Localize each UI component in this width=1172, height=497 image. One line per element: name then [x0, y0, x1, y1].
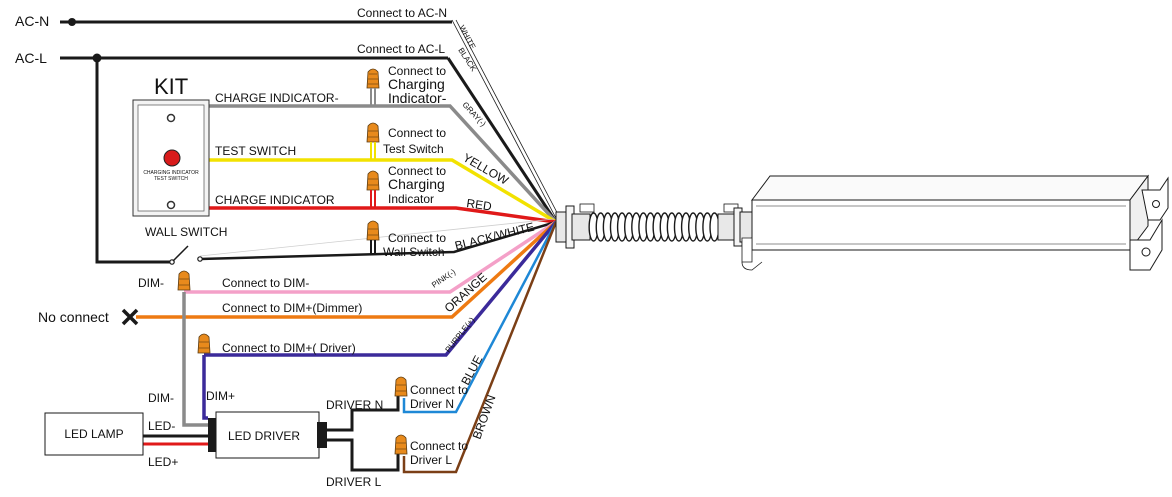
wire-orange	[136, 220, 558, 319]
conduit-connector-right	[717, 203, 755, 247]
wire-pink	[184, 220, 557, 294]
kit-screw-top	[166, 113, 176, 123]
led-lamp-label: LED LAMP	[64, 427, 123, 441]
wire-nut-test-switch	[366, 122, 380, 160]
wire-ac-n	[60, 19, 563, 223]
wire-label-black: BLACK	[456, 46, 478, 73]
connect-charging-line2: Charging	[388, 176, 445, 192]
charge-indicator-label: CHARGE INDICATOR	[215, 193, 335, 207]
driver-n-label: DRIVER N	[326, 398, 383, 412]
connect-dim-minus-label: Connect to DIM-	[222, 276, 309, 290]
wire-brown	[402, 221, 558, 474]
led-minus-label: LED-	[148, 419, 175, 433]
connect-ac-l-label: Connect to AC-L	[357, 42, 445, 56]
wire-wall-switch-feed	[95, 58, 172, 264]
wire-blue	[402, 221, 558, 414]
dim-minus-label: DIM-	[138, 276, 164, 290]
wire-label-black-white: BLACK/WHITE	[453, 220, 535, 253]
led-driver-label: LED DRIVER	[228, 429, 300, 443]
connect-driver-n-line2: Driver N	[410, 397, 454, 411]
kit-face-label-1: CHARGING INDICATOR	[143, 170, 199, 176]
wall-switch-label: WALL SWITCH	[145, 225, 227, 239]
kit-test-button[interactable]	[163, 149, 181, 167]
led-driver-terminal-right	[317, 422, 327, 448]
wire-driver-l	[326, 438, 400, 472]
wire-nut-driver-l	[394, 434, 408, 455]
connect-charging-neg-line1: Connect to	[388, 64, 446, 78]
driver-l-label: DRIVER L	[326, 475, 382, 489]
led-plus-label: LED+	[148, 455, 178, 469]
connect-ac-n-label: Connect to AC-N	[357, 6, 447, 20]
wire-label-blue: BLUE	[458, 353, 485, 387]
connect-driver-l-line1: Connect to	[410, 439, 468, 453]
test-switch-label: TEST SWITCH	[215, 144, 296, 158]
connect-driver-n-line1: Connect to	[410, 383, 468, 397]
wire-dim-plus-drop	[202, 355, 208, 420]
charge-indicator-neg-label: CHARGE INDICATOR-	[215, 91, 339, 105]
wall-switch[interactable]	[169, 245, 203, 265]
connect-charging-line3: Indicator	[388, 192, 434, 206]
wire-nut-dim-minus	[177, 270, 191, 291]
connect-wall-line1: Connect to	[388, 231, 446, 245]
junction-dot-ac-n	[68, 18, 76, 26]
connect-driver-l-line2: Driver L	[410, 453, 452, 467]
wire-label-purple: PURPLE(+)	[443, 315, 476, 354]
connect-charging-line1: Connect to	[388, 164, 446, 178]
emergency-module	[741, 174, 1169, 271]
conduit-connector-left	[555, 203, 595, 249]
wire-label-white: WHITE	[457, 24, 477, 51]
flex-conduit	[588, 212, 720, 242]
kit-face-label-2: TEST SWITCH	[154, 176, 188, 182]
wire-gray	[208, 104, 558, 224]
ac-l-label: AC-L	[15, 50, 47, 66]
connect-charging-neg-line2: Charging	[388, 76, 445, 92]
ac-n-label: AC-N	[15, 13, 49, 29]
connect-test-line1: Connect to	[388, 126, 446, 140]
wire-yellow	[208, 158, 557, 224]
wire-nut-charging	[366, 170, 380, 208]
no-connect-x-icon	[121, 308, 139, 326]
wire-nut-dim-plus-driver	[197, 333, 211, 354]
no-connect-label: No connect	[38, 309, 109, 325]
led-driver-terminal-left	[208, 418, 218, 452]
connect-dim-plus-dimmer-label: Connect to DIM+(Dimmer)	[222, 301, 362, 315]
led-driver-box	[215, 411, 320, 459]
wire-label-brown: BROWN	[470, 393, 499, 441]
wire-label-pink: PINK(-)	[430, 267, 457, 290]
wire-nut-driver-n	[394, 376, 408, 397]
dim-plus-label: DIM+	[206, 389, 235, 403]
dim-minus-left-label: DIM-	[148, 391, 174, 405]
connect-charging-neg-line3: Indicator-	[388, 90, 447, 106]
wire-black-white	[199, 220, 557, 261]
wire-label-red: RED	[466, 196, 493, 213]
wire-red	[208, 206, 557, 224]
kit-title: KIT	[154, 74, 188, 99]
wire-ac-l	[60, 56, 558, 223]
wire-nut-charging-neg	[366, 68, 380, 106]
connect-test-line2: Test Switch	[383, 142, 444, 156]
wire-driver-n	[326, 396, 400, 432]
kit-plate: CHARGING INDICATOR TEST SWITCH	[132, 99, 210, 217]
wire-nut-wall-switch	[366, 220, 380, 254]
connect-dim-plus-driver-label: Connect to DIM+( Driver)	[222, 341, 356, 355]
wire-purple	[204, 220, 558, 357]
led-lamp-box	[44, 412, 144, 456]
connect-wall-line2: Wall Switch	[383, 245, 445, 259]
kit-screw-bottom	[166, 200, 176, 210]
wire-dim-minus-drop	[182, 292, 208, 427]
